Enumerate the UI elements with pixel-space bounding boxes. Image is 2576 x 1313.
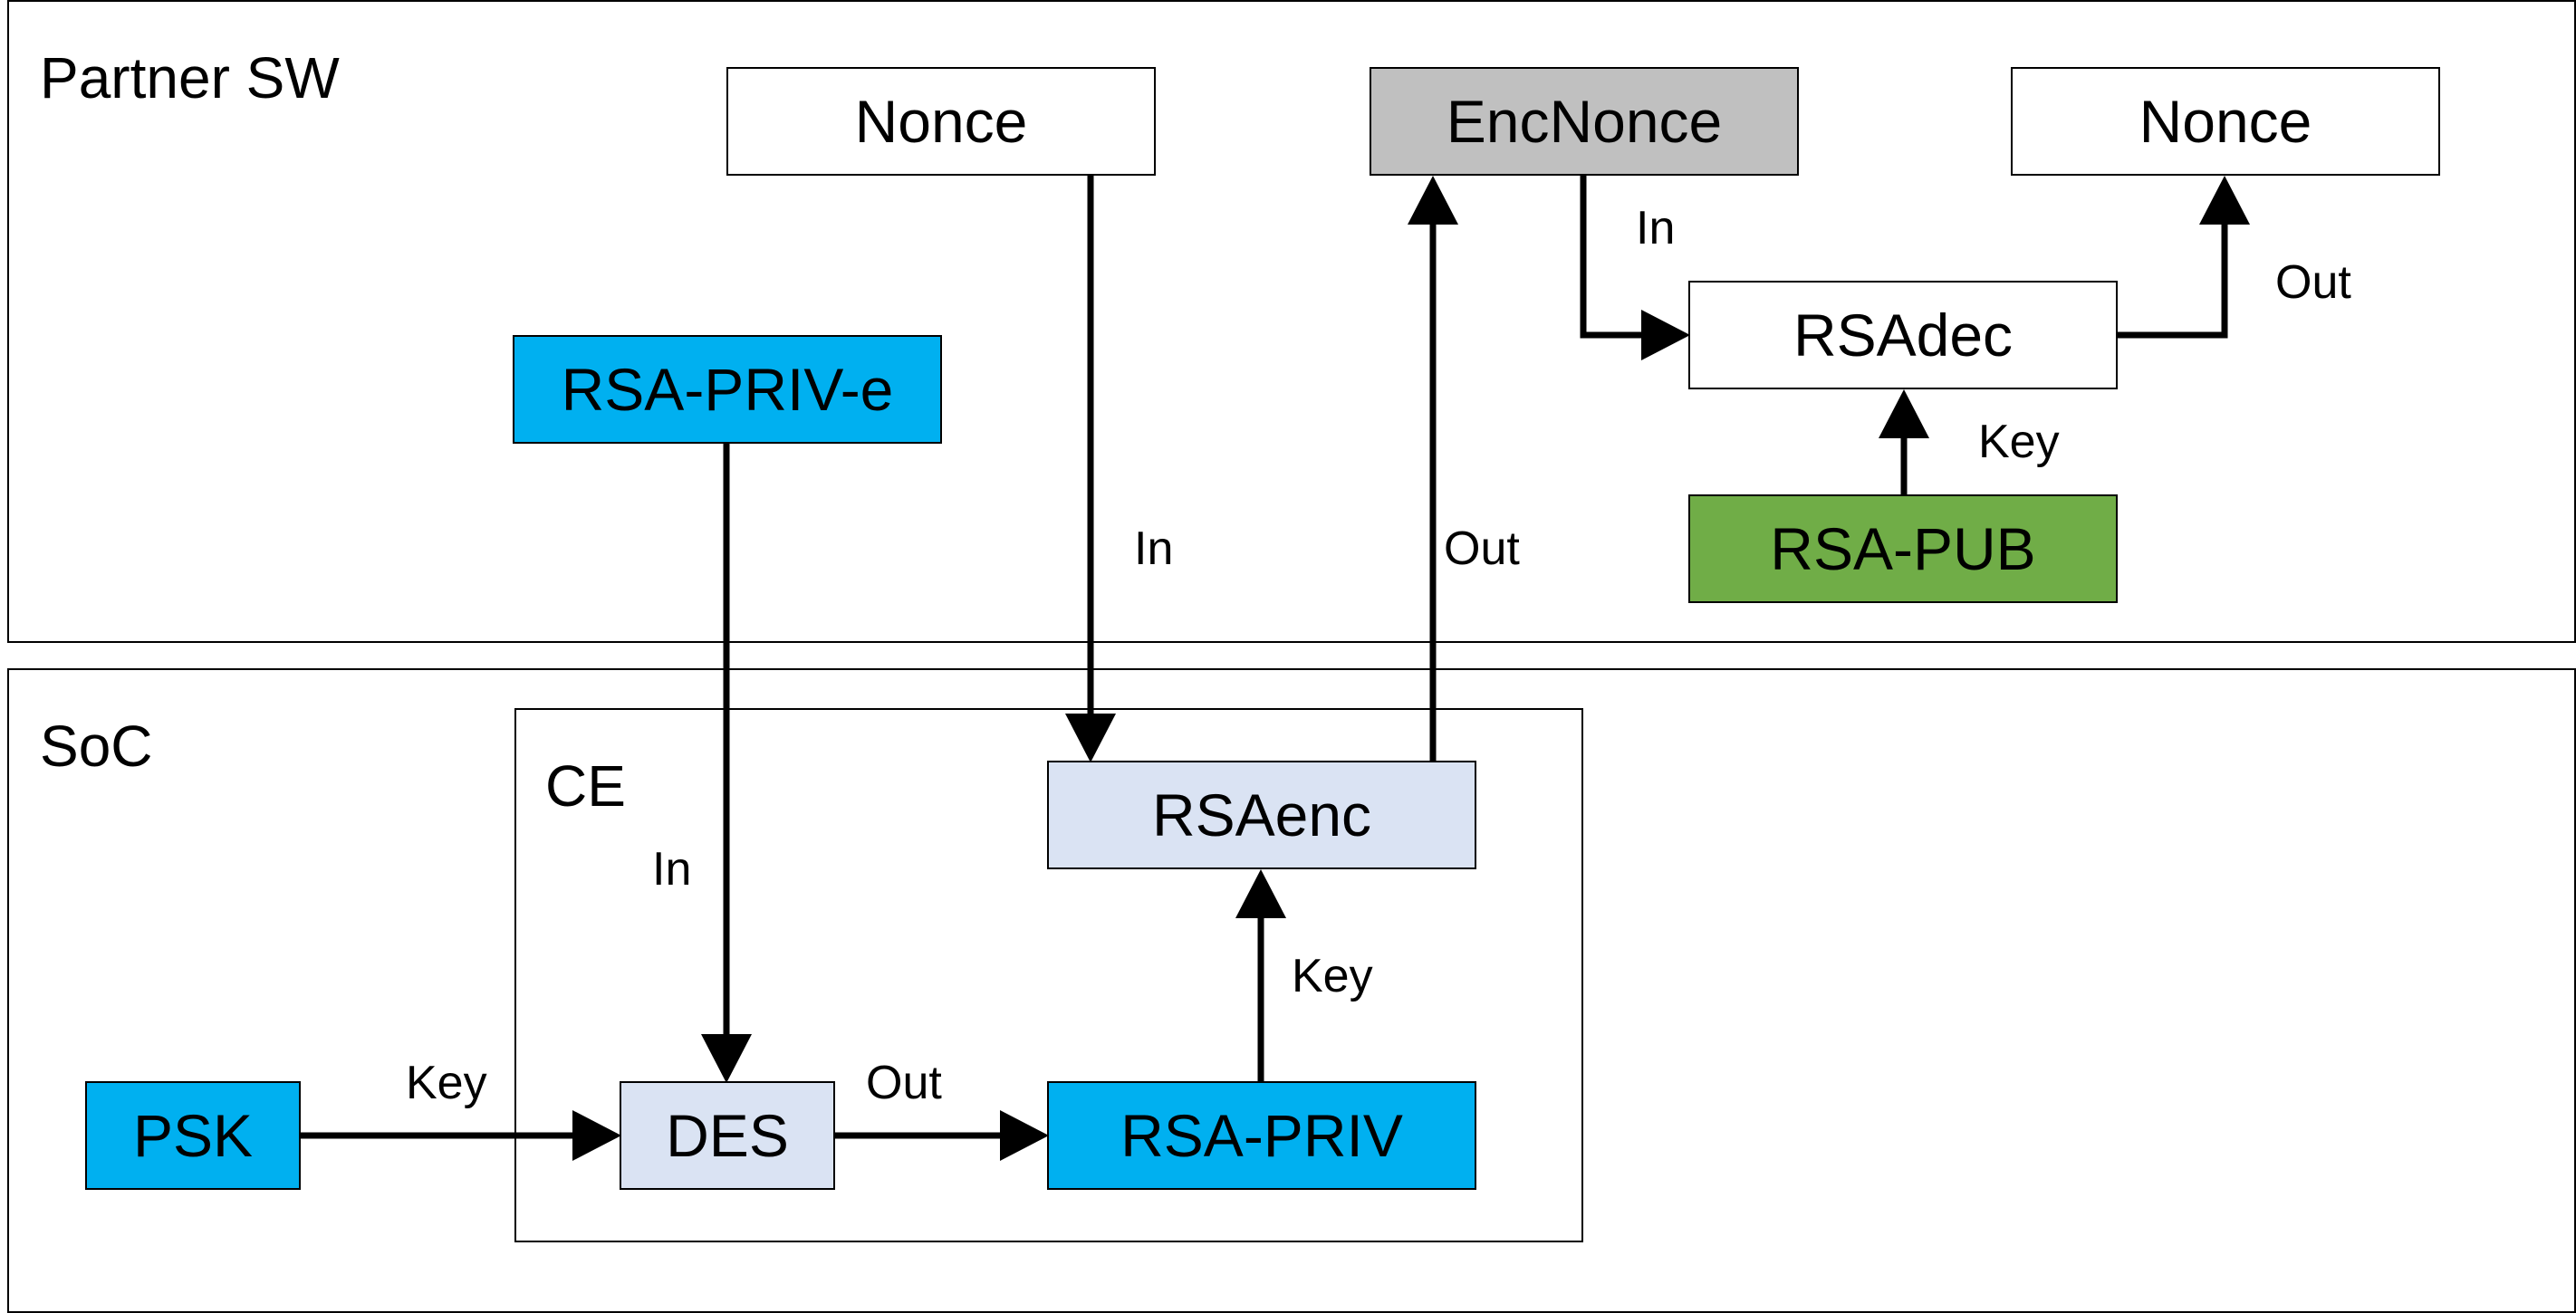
enc-nonce-box: EncNonce [1370, 67, 1799, 176]
label-rsadec-to-nonce: Out [2275, 256, 2351, 309]
psk-box: PSK [85, 1081, 301, 1190]
label-rsapriv-to-rsaenc: Key [1292, 950, 1373, 1002]
label-rsapub-to-rsadec: Key [1978, 416, 2060, 468]
rsa-priv-box: RSA-PRIV [1047, 1081, 1476, 1190]
nonce-input-box: Nonce [726, 67, 1156, 176]
label-rsaprive-to-des: In [652, 843, 692, 896]
des-box: DES [620, 1081, 835, 1190]
label-psk-to-des: Key [406, 1057, 487, 1109]
label-nonce-to-rsaenc: In [1134, 522, 1174, 575]
nonce-output-box: Nonce [2011, 67, 2440, 176]
label-rsaenc-to-encnonce: Out [1444, 522, 1520, 575]
label-encnonce-to-rsadec: In [1636, 202, 1676, 254]
rsa-dec-box: RSAdec [1688, 281, 2118, 389]
rsa-enc-box: RSAenc [1047, 761, 1476, 869]
rsa-priv-e-box: RSA-PRIV-e [513, 335, 942, 444]
soc-label: SoC [40, 714, 153, 779]
partner-sw-label: Partner SW [40, 45, 340, 110]
label-des-to-rsapriv: Out [866, 1057, 942, 1109]
ce-label: CE [545, 753, 626, 819]
rsa-pub-box: RSA-PUB [1688, 494, 2118, 603]
